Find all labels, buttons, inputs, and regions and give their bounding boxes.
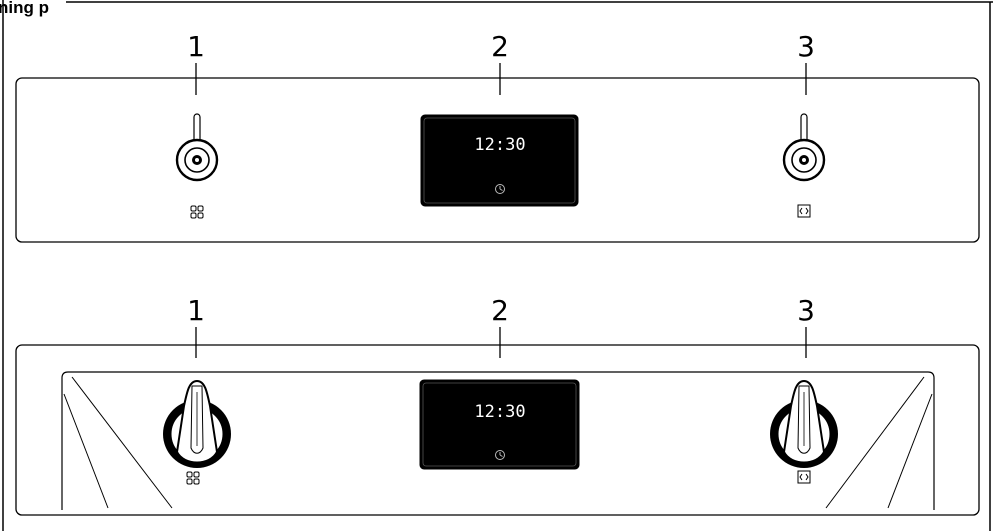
callout-1-top: 1 [187, 30, 205, 63]
clock-icon [495, 184, 505, 194]
display-bottom: 12:30 [419, 379, 580, 470]
right-knob-top[interactable] [782, 113, 826, 182]
callout-1-bottom: 1 [187, 294, 205, 327]
bottom-panel: 1 2 3 12:30 [15, 294, 980, 516]
clock-icon [495, 450, 505, 460]
display-time-top: 12:30 [474, 135, 525, 155]
left-knob-top[interactable] [175, 113, 219, 182]
callout-3-bottom: 3 [797, 294, 815, 327]
oven-function-icon [797, 204, 811, 218]
section-heading: ning p [0, 0, 49, 17]
four-zones-icon [186, 471, 200, 485]
display-top: 12:30 [420, 114, 579, 207]
right-knob-bottom[interactable] [770, 379, 838, 468]
callout-2-top: 2 [491, 30, 509, 63]
display-time-bottom: 12:30 [474, 402, 525, 422]
top-panel: 1 2 3 12:30 [15, 30, 980, 243]
callout-2-bottom: 2 [491, 294, 509, 327]
four-zones-icon [190, 205, 204, 219]
callout-3-top: 3 [797, 30, 815, 63]
left-knob-bottom[interactable] [163, 379, 231, 468]
bottom-panel-bevel [61, 371, 935, 510]
oven-function-icon [797, 470, 811, 484]
